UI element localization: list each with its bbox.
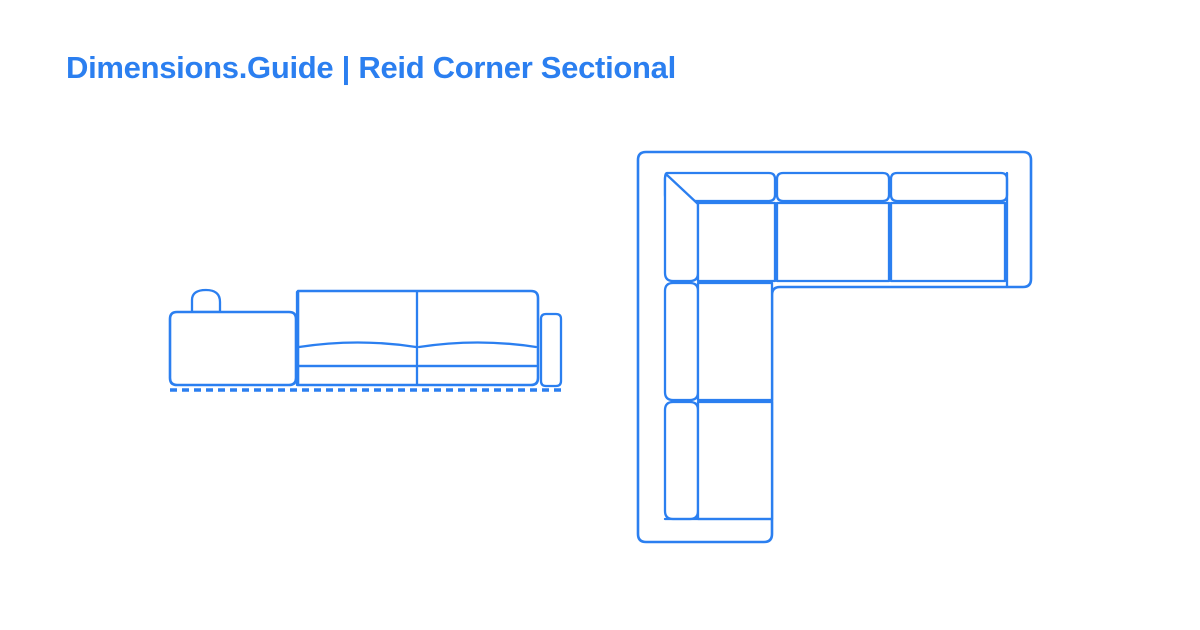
page-title: Dimensions.Guide | Reid Corner Sectional: [66, 49, 676, 85]
plan-view: [636, 150, 1033, 544]
plan-back-cushion-left-1: [663, 173, 700, 283]
elevation-seat-cushion-right: [417, 341, 538, 349]
plan-back-cushion-left-3: [663, 400, 700, 521]
plan-back-cushion-top-3: [889, 171, 1009, 203]
elevation-seat-cushion-left: [297, 341, 418, 349]
plan-seat-cushion-top-2: [775, 201, 891, 283]
plan-seat-cushion-left-1: [696, 281, 774, 402]
plan-seat-cushion-top-1: [696, 201, 777, 283]
front-elevation-view: [168, 288, 563, 392]
elevation-chaise-body: [168, 310, 298, 387]
title-bar: Dimensions.Guide | Reid Corner Sectional: [66, 44, 1066, 90]
plan-seat-cushion-left-2: [696, 400, 774, 521]
elevation-right-arm: [539, 312, 563, 388]
plan-back-cushion-left-2: [663, 281, 700, 402]
plan-back-cushion-top-2: [775, 171, 891, 203]
elevation-chaise-bolster: [190, 288, 222, 314]
plan-seat-cushion-top-3: [889, 201, 1007, 283]
